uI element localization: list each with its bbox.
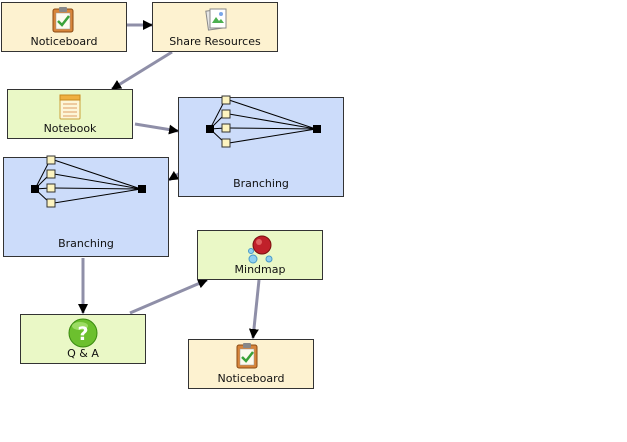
activity-share-resources[interactable]: Share Resources (152, 2, 278, 52)
activity-noticeboard-top[interactable]: Noticeboard (1, 2, 127, 52)
activity-label: Q & A (67, 347, 99, 360)
noticeboard-icon (52, 7, 74, 33)
connector-notebook-to-branching[interactable] (134, 122, 179, 135)
branching-icon (206, 95, 321, 148)
activity-label: Noticeboard (30, 35, 98, 48)
activity-qa[interactable]: ? Q & A (20, 314, 146, 364)
connector-mindmap-to-noticeboard[interactable] (248, 279, 261, 339)
activity-notebook[interactable]: Notebook (7, 89, 133, 139)
svg-text:?: ? (77, 323, 88, 345)
question-icon: ? (68, 318, 98, 348)
activity-branching-right[interactable]: Branching (178, 95, 344, 197)
activity-noticeboard-bottom[interactable]: Noticeboard (188, 339, 314, 389)
activity-branching-left[interactable]: Branching (3, 155, 169, 257)
activity-mindmap[interactable]: Mindmap (197, 230, 323, 280)
activity-label: Mindmap (234, 263, 286, 276)
share-resources-icon (205, 8, 227, 31)
mindmap-icon (248, 235, 273, 264)
connector-qa-to-mindmap[interactable] (129, 278, 208, 315)
notebook-icon (59, 94, 81, 120)
activity-label: Branching (58, 237, 114, 250)
activity-label: Notebook (43, 122, 97, 135)
connector-share-to-notebook[interactable] (111, 50, 173, 91)
branching-icon (31, 155, 146, 208)
activity-label: Branching (233, 177, 289, 190)
activity-label: Share Resources (169, 35, 261, 48)
noticeboard-icon (236, 343, 258, 369)
activity-label: Noticeboard (217, 372, 285, 385)
